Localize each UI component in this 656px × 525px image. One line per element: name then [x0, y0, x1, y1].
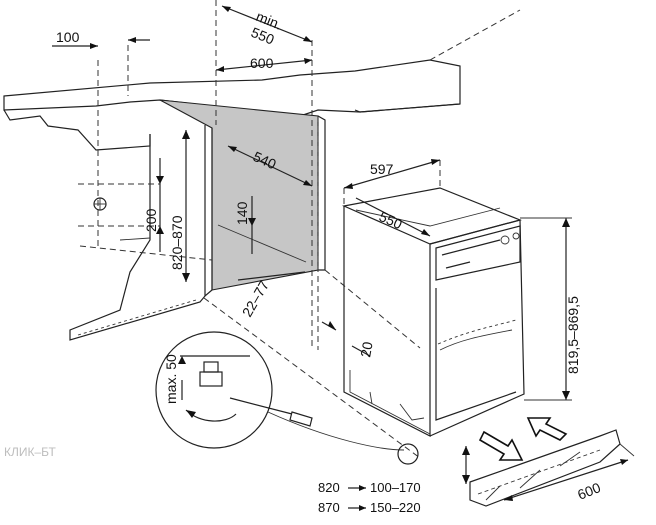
plinth-row-2-height: 870: [318, 500, 340, 515]
plinth-width-label: 600: [575, 479, 603, 503]
dimension-labels: min. 550 100 600 540 820–870 200 140 597…: [56, 8, 603, 503]
door-gap-label: 20: [357, 340, 375, 358]
appliance-width-label: 597: [370, 161, 394, 177]
appliance: [341, 187, 525, 437]
plinth-row-1-height: 820: [318, 480, 340, 495]
adjustment-detail: [155, 331, 419, 465]
vent-height-label: 200: [143, 208, 159, 232]
appliance-dimension-lines: [343, 159, 572, 484]
left-wall: [69, 134, 206, 341]
plinth-table: 820 100–170 870 150–220: [318, 480, 421, 515]
dimension-lines: [52, 5, 371, 357]
countertop: [3, 59, 461, 151]
plinth-arrows: [478, 417, 568, 461]
side-clearance-label: 100: [56, 29, 80, 45]
vent-offset-label: 140: [234, 201, 250, 225]
vent-symbol: [93, 197, 107, 211]
plinth: [469, 429, 635, 507]
appliance-depth-label: 550: [377, 208, 405, 232]
appliance-height-label: 819,5–869,5: [565, 296, 581, 374]
plinth-row-1-range: 100–170: [370, 480, 421, 495]
plinth-row-2-range: 150–220: [370, 500, 421, 515]
niche-height-label: 820–870: [169, 215, 185, 270]
niche-width-label: 600: [250, 55, 274, 71]
watermark: КЛИК–БТ: [4, 445, 56, 459]
adjust-max-label: max. 50: [163, 354, 179, 404]
guide-lines: [78, 0, 521, 459]
